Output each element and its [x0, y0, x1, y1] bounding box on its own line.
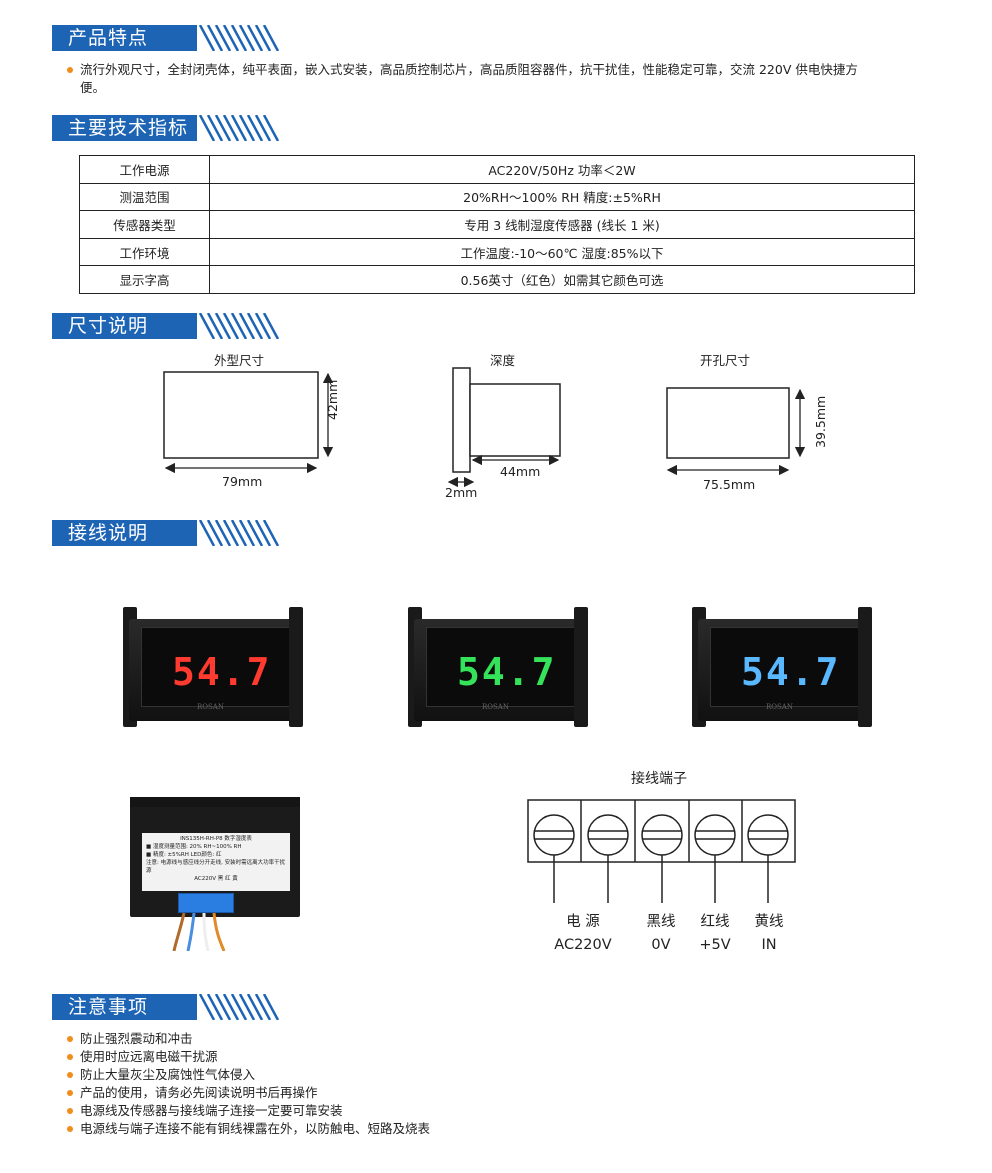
meter-reading: 54.7 — [741, 650, 841, 694]
list-item: 产品的使用，请务必先阅读说明书后再操作 — [66, 1084, 666, 1102]
outer-height-label: 42mm — [325, 379, 340, 420]
cutout-dimension-title: 开孔尺寸 — [700, 353, 751, 368]
list-item: 电源线及传感器与接线端子连接一定要可靠安装 — [66, 1102, 666, 1120]
meter-brand: ROSAN — [766, 703, 793, 711]
list-item: 流行外观尺寸，全封闭壳体，纯平表面，嵌入式安装，高品质控制芯片，高品质阻容器件，… — [66, 61, 936, 97]
back-label: INS135H-RH-P8 数字湿度表 ■ 湿度测量范围: 20% RH~100… — [142, 833, 290, 891]
stripes-decoration — [198, 115, 280, 141]
section-header-features: 产品特点 — [52, 25, 280, 51]
meter-reading: 54.7 — [457, 650, 557, 694]
table-row: 工作环境工作温度:-10～60℃ 湿度:85%以下 — [79, 237, 915, 267]
stripes-decoration — [198, 520, 280, 546]
spec-value: AC220V/50Hz 功率＜2W — [209, 155, 915, 184]
section-title: 尺寸说明 — [68, 315, 149, 337]
meter-reading: 54.7 — [172, 650, 272, 694]
spec-key: 工作电源 — [79, 155, 210, 184]
stripes-decoration — [198, 25, 280, 51]
terminal-label-power: 电 源 AC220V — [554, 914, 612, 953]
panel-thickness-label: 2mm — [445, 485, 478, 500]
spec-key: 显示字高 — [79, 265, 210, 294]
stripes-decoration — [198, 313, 280, 339]
section-header-specs: 主要技术指标 — [52, 115, 280, 141]
outer-width-label: 79mm — [222, 474, 263, 489]
list-item: 电源线与端子连接不能有铜线裸露在外，以防触电、短路及烧表 — [66, 1120, 666, 1138]
depth-title: 深度 — [490, 353, 516, 368]
terminal-diagram — [527, 799, 796, 903]
section-title: 注意事项 — [68, 996, 149, 1018]
notes-list: 防止强烈震动和冲击 使用时应远离电磁干扰源 防止大量灰尘及腐蚀性气体侵入 产品的… — [66, 1030, 666, 1138]
section-header-dimensions: 尺寸说明 — [52, 313, 280, 339]
outer-dimension-title: 外型尺寸 — [214, 353, 265, 368]
spec-value: 20%RH～100% RH 精度:±5%RH — [209, 182, 915, 212]
cutout-dimension-drawing — [666, 387, 806, 476]
terminal-title: 接线端子 — [631, 771, 687, 787]
depth-label: 44mm — [500, 464, 541, 479]
spec-key: 传感器类型 — [79, 210, 210, 239]
terminal-label-yellow: 黄线 IN — [754, 914, 784, 953]
meter-brand: ROSAN — [197, 703, 224, 711]
outer-dimension-drawing — [163, 371, 334, 474]
section-title: 接线说明 — [68, 522, 149, 544]
list-item: 使用时应远离电磁干扰源 — [66, 1048, 666, 1066]
spec-value: 工作温度:-10～60℃ 湿度:85%以下 — [209, 237, 915, 267]
spec-value: 专用 3 线制湿度传感器 (线长 1 米) — [209, 210, 915, 239]
spec-key: 工作环境 — [79, 237, 210, 267]
section-header-wiring: 接线说明 — [52, 520, 280, 546]
section-title: 产品特点 — [68, 27, 149, 49]
table-row: 传感器类型专用 3 线制湿度传感器 (线长 1 米) — [79, 210, 915, 239]
terminal-label-red: 红线 +5V — [699, 914, 731, 953]
spec-key: 测温范围 — [79, 182, 210, 212]
list-item: 防止大量灰尘及腐蚀性气体侵入 — [66, 1066, 666, 1084]
spec-value: 0.56英寸（红色）如需其它颜色可选 — [209, 265, 915, 294]
meter-back-photo: INS135H-RH-P8 数字湿度表 ■ 湿度测量范围: 20% RH~100… — [130, 797, 300, 952]
terminal-block — [178, 893, 234, 913]
stripes-decoration — [198, 994, 280, 1020]
depth-drawing — [447, 367, 561, 488]
wires — [172, 912, 226, 951]
meter-photo-red: 54.7 ROSAN — [123, 607, 303, 727]
cutout-width-label: 75.5mm — [703, 477, 756, 492]
features-list: 流行外观尺寸，全封闭壳体，纯平表面，嵌入式安装，高品质控制芯片，高品质阻容器件，… — [66, 61, 936, 97]
cutout-height-label: 39.5mm — [813, 395, 828, 448]
meter-photo-blue: 54.7 ROSAN — [692, 607, 872, 727]
section-title: 主要技术指标 — [68, 117, 189, 139]
meter-brand: ROSAN — [482, 703, 509, 711]
section-header-notes: 注意事项 — [52, 994, 280, 1020]
list-item: 防止强烈震动和冲击 — [66, 1030, 666, 1048]
terminal-label-black: 黑线 0V — [646, 914, 676, 953]
meter-photo-green: 54.7 ROSAN — [408, 607, 588, 727]
